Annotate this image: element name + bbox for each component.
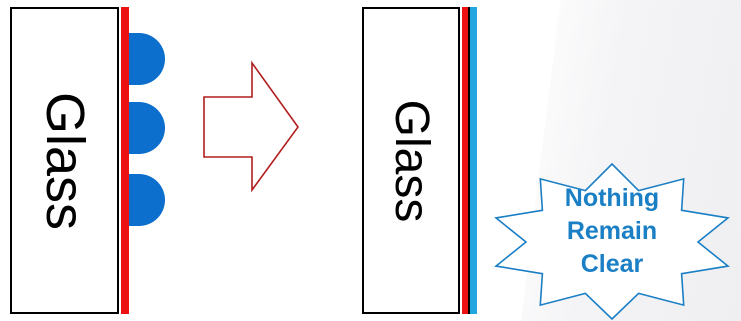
starburst-badge-text: Nothing Remain Clear [537,182,687,281]
glass-label-after: Glass [385,99,438,222]
layer-divider [468,7,470,314]
badge-line: Nothing [564,184,660,212]
blue-coating-layer-after [470,7,477,314]
red-coating-layer-after [462,7,468,314]
glass-panel-before: Glass [10,7,119,314]
starburst-icon [494,162,730,321]
right-arrow-outline-icon [203,60,299,193]
glass-panel-after: Glass [362,7,460,314]
red-coating-layer-before [121,7,129,314]
badge-line: Remain [566,217,658,245]
badge-line: Clear [580,250,644,278]
